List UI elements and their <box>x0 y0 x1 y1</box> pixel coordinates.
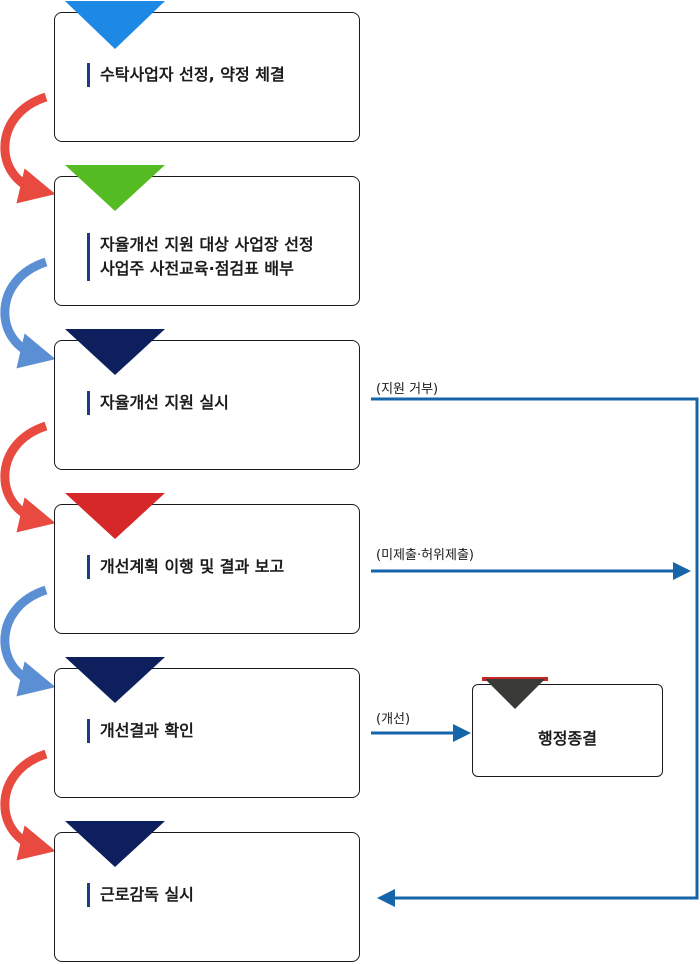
step-box-report: 개선계획 이행 및 결과 보고 <box>54 493 360 634</box>
unsubmitted-branch-label: (미제출·허위제출) <box>376 548 474 563</box>
step-box-verify: 개선결과 확인 <box>54 657 360 798</box>
step-label-line: 자율개선 지원 대상 사업장 선정 <box>100 235 314 254</box>
step-marker-triangle <box>65 165 165 211</box>
step-label-line: 수탁사업자 선정, 약정 체결 <box>100 65 285 84</box>
improved-branch-label: (개선) <box>376 712 411 727</box>
step-marker-triangle <box>65 493 165 539</box>
step-label: 개선계획 이행 및 결과 보고 <box>87 555 349 579</box>
step-label: 개선결과 확인 <box>87 719 349 743</box>
step-marker-triangle <box>65 329 165 375</box>
end-label: 행정종결 <box>538 729 597 748</box>
step-marker-triangle <box>65 821 165 867</box>
step-marker-triangle <box>65 1 165 49</box>
step-box-contract: 수탁사업자 선정, 약정 체결 <box>54 1 360 142</box>
step-label-line: 개선계획 이행 및 결과 보고 <box>100 557 285 576</box>
step-label-line: 자율개선 지원 실시 <box>100 393 229 412</box>
step-label: 근로감독 실시 <box>87 883 349 907</box>
step-box-inspection: 근로감독 실시 <box>54 821 360 962</box>
curve-arrow-4 <box>0 585 56 697</box>
step-marker-triangle <box>65 657 165 703</box>
end-marker-triangle <box>485 679 545 709</box>
refuse-route-line <box>371 397 699 907</box>
refuse-branch-label: (지원 거부) <box>376 382 439 397</box>
curve-arrow-3 <box>0 421 56 533</box>
step-box-selection: 자율개선 지원 대상 사업장 선정 사업주 사전교육·점검표 배부 <box>54 165 360 306</box>
step-label-line: 근로감독 실시 <box>100 885 194 904</box>
end-box-closure: 행정종결 <box>472 677 663 777</box>
step-label-line: 개선결과 확인 <box>100 721 194 740</box>
curve-arrow-1 <box>0 92 56 204</box>
step-label: 자율개선 지원 대상 사업장 선정 사업주 사전교육·점검표 배부 <box>87 233 349 281</box>
curve-arrow-2 <box>0 257 56 369</box>
step-label: 자율개선 지원 실시 <box>87 391 349 415</box>
step-label-line: 사업주 사전교육·점검표 배부 <box>100 259 294 278</box>
curve-arrow-5 <box>0 749 56 861</box>
step-label: 수탁사업자 선정, 약정 체결 <box>87 63 349 87</box>
step-box-support: 자율개선 지원 실시 <box>54 329 360 470</box>
